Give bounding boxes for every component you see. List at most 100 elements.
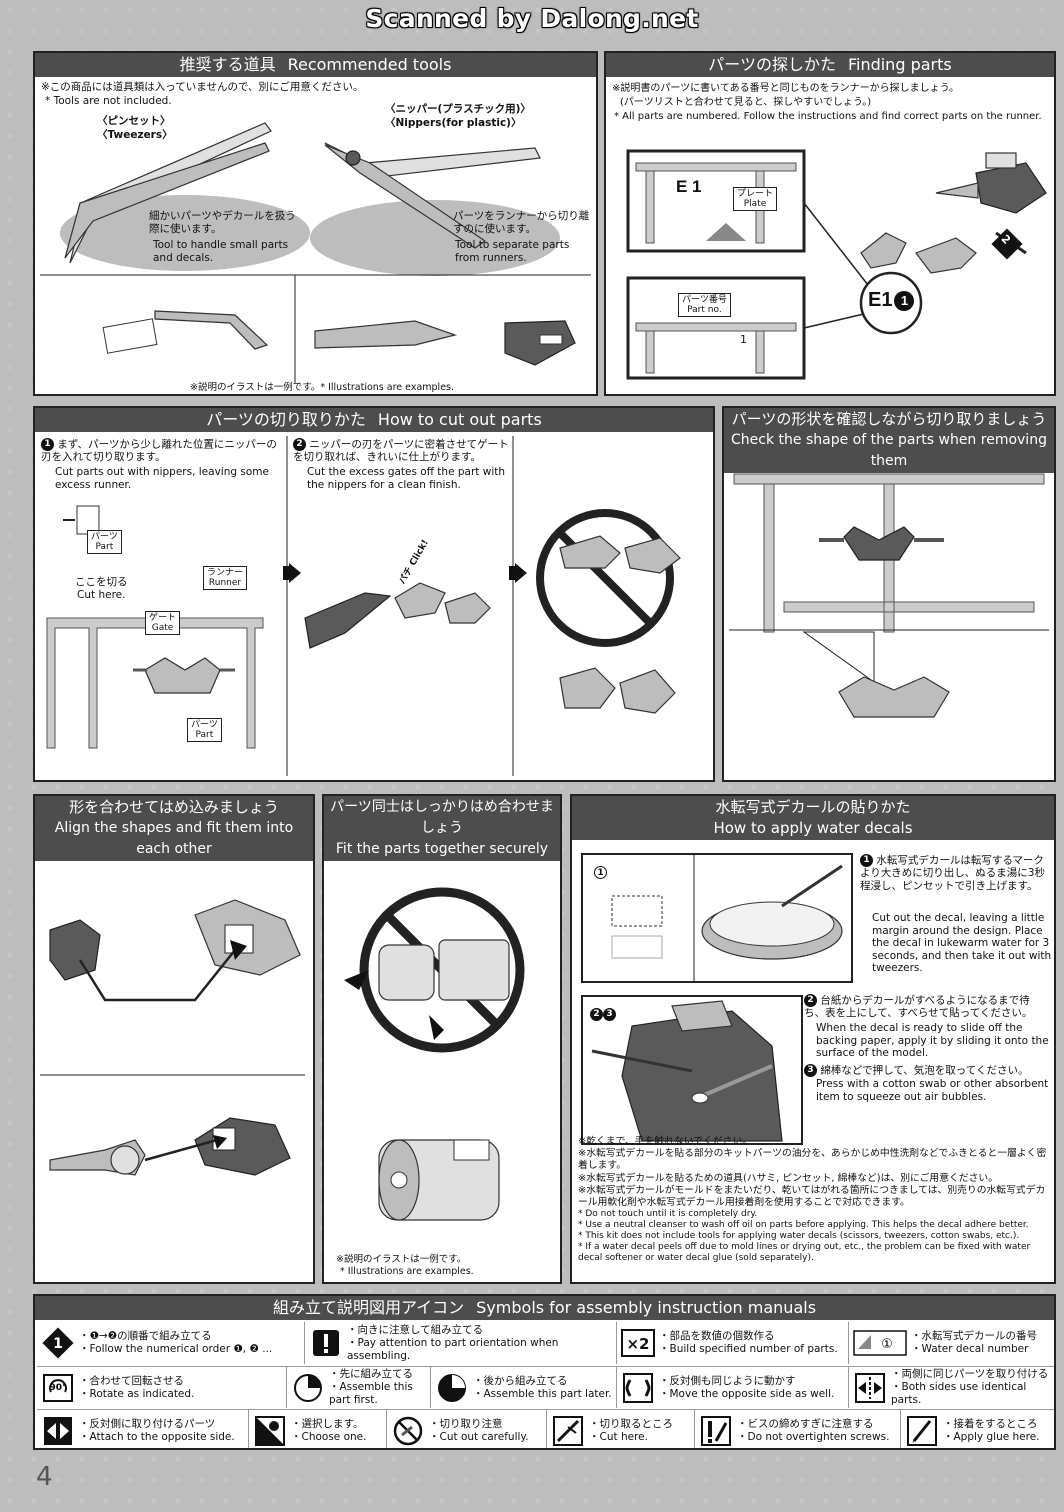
symbol-multiply: ×2 ・部品を数値の個数作る・Build specified number of…	[617, 1322, 849, 1364]
symbol-glue-jp: ・接着をするところ	[943, 1417, 1038, 1430]
decal-step2-text-jp: 台紙からデカールがすべるようになるまで待ち、表を上にして、すべらせて貼ってくださ…	[804, 994, 1033, 1020]
decal-step1-marker: 1	[594, 862, 607, 881]
symbol-screws-jp: ・ビスの締めすぎに注意する	[737, 1417, 874, 1430]
symbol-cut-here-en: ・Cut here.	[589, 1430, 648, 1443]
tools-title-en: Recommended tools	[287, 55, 452, 74]
decal-note-jp-4: ※水転写式デカールがモールドをまたいだり、乾いてはがれる箇所につきましては、別売…	[578, 1184, 1046, 1209]
nippers-label-en: 〈Nippers(for plastic)〉	[385, 117, 522, 129]
fit-illus-note-jp: ※説明のイラストは一例です。	[336, 1254, 467, 1265]
tools-note-jp: ※この商品には道具類は入っていませんので、別にご用意ください。	[41, 81, 364, 93]
symbol-order-en: ・Follow the numerical order ❶, ❷ ...	[79, 1343, 273, 1355]
cutout-part-jp: パーツ	[91, 532, 118, 542]
finding-illustration	[626, 149, 1047, 380]
symbol-first-en: ・Assemble this part first.	[329, 1381, 413, 1406]
decal-step1-en: Cut out the decal, leaving a little marg…	[872, 912, 1052, 974]
finding-note-en: * All parts are numbered. Follow the ins…	[614, 111, 1042, 122]
tools-note-en: * Tools are not included.	[45, 95, 172, 107]
symbol-rotate: 90° ・合わせて回転させる・Rotate as indicated.	[37, 1366, 287, 1408]
finding-runner-label: E 1	[676, 177, 702, 196]
cutout-illustration	[46, 436, 681, 776]
runner-tag: ランナー Runner	[203, 566, 248, 590]
cutout-step2-jp: 2 ニッパーの刃をパーツに密着させてゲートを切り取れば、きれいに仕上がります。	[293, 438, 513, 464]
tools-illus-note: ※説明のイラストは一例です。* Illustrations are exampl…	[190, 382, 455, 393]
cutout-step1-jp: 1 まず、パーツから少し離れた位置にニッパーの刃を入れて切り取ります。	[41, 438, 281, 464]
decal-note-en-1: * Do not touch until it is completely dr…	[578, 1209, 758, 1220]
align-panel: 形を合わせてはめ込みましょう Align the shapes and fit …	[33, 794, 315, 1284]
cutout-step2-text-jp: ニッパーの刃をパーツに密着させてゲートを切り取れば、きれいに仕上がります。	[293, 438, 509, 464]
order-number-icon: 1	[41, 1326, 75, 1360]
symbol-assemble-first: ・先に組み立てる・Assemble this part first.	[287, 1366, 431, 1408]
rotate-icon-text: 90°	[49, 1383, 66, 1393]
runner-en: Runner	[208, 578, 242, 588]
decal-step2-en: When the decal is ready to slide off the…	[816, 1022, 1049, 1059]
symbol-first-jp: ・先に組み立てる	[329, 1368, 413, 1380]
symbols-title-jp: 組み立て説明図用アイコン	[272, 1298, 465, 1317]
symbol-rotate-en: ・Rotate as indicated.	[79, 1387, 195, 1400]
decal-illustration	[581, 853, 853, 1145]
decal-step3-text-jp: 綿棒などで押して、気泡を取ってください。	[820, 1064, 1029, 1077]
symbol-cut-here: ・切り取るところ・Cut here.	[547, 1409, 695, 1448]
symbol-order-jp: ・❶→❷の順番で組み立てる	[79, 1330, 212, 1342]
decal-number-icon: ①	[853, 1326, 907, 1360]
tweezers-label-en: 〈Tweezers〉	[97, 129, 173, 141]
symbol-choose-en: ・Choose one.	[291, 1430, 367, 1443]
decal-step3-jp: 3 綿棒などで押して、気泡を取ってください。	[804, 1064, 1050, 1077]
symbol-later-jp: ・後から組み立てる	[473, 1374, 568, 1387]
plate-en: Plate	[743, 199, 767, 209]
check-shape-panel: パーツの形状を確認しながら切り取りましょう Check the shape of…	[722, 406, 1056, 782]
order-icon-text: 1	[53, 1336, 63, 1352]
watermark: Scanned by Dalong.net	[365, 4, 699, 33]
plate-tag: プレート Plate	[733, 187, 778, 211]
multiply-icon-text: ×2	[626, 1335, 649, 1353]
symbols-panel: 組み立て説明図用アイコン Symbols for assembly instruc…	[33, 1294, 1056, 1450]
symbol-choose-jp: ・選択します。	[291, 1417, 364, 1430]
tools-title-jp: 推奨する道具	[179, 55, 276, 74]
tools-illustration	[40, 122, 591, 383]
move-opposite-icon	[621, 1371, 655, 1405]
cutout-part-en: Part	[95, 542, 114, 552]
tweezers-label-jp: 〈ピンセット〉	[97, 115, 171, 127]
decal-step3-num: 3	[804, 1064, 817, 1077]
symbol-move-opposite: ・反対側も同じように動かす・Move the opposite side as …	[617, 1366, 849, 1408]
cut-here-jp: ここを切る	[75, 576, 128, 588]
decal-note-en-2: * Use a neutral cleanser to wash off oil…	[578, 1220, 1029, 1231]
assemble-later-icon	[435, 1371, 469, 1405]
cutout-part-tag: パーツ Part	[87, 530, 122, 554]
fit-illus-note-en: * Illustrations are examples.	[340, 1266, 474, 1277]
finding-note2-jp: (パーツリストと合わせて見ると、探しやすいでしょう。)	[620, 97, 872, 108]
symbols-title-en: Symbols for assembly instruction manuals	[476, 1298, 817, 1317]
decal-step1-num: 1	[860, 854, 873, 867]
check-shape-header: パーツの形状を確認しながら切り取りましょう Check the shape of…	[724, 408, 1054, 473]
symbol-move-jp: ・反対側も同じように動かす	[659, 1374, 796, 1387]
cutout-step1-en: Cut parts out with nippers, leaving some…	[55, 466, 269, 491]
partno-value: 1	[740, 333, 747, 346]
screw-warning-icon	[699, 1414, 733, 1448]
decal-step3-en: Press with a cotton swab or other absorb…	[816, 1078, 1049, 1103]
symbol-orientation: ・向きに注意して組み立てる・Pay attention to part orie…	[305, 1322, 617, 1364]
check-shape-illustration	[729, 473, 1049, 718]
symbol-cut-here-jp: ・切り取るところ	[589, 1417, 673, 1430]
cutout-step1-num: 1	[41, 438, 54, 451]
choose-icon	[253, 1414, 287, 1448]
decal-note-jp-3: ※水転写式デカールを貼るための道具(ハサミ, ピンセット, 綿棒など)は、別にご…	[578, 1172, 998, 1184]
tweezers-desc-jp: 細かいパーツやデカールを扱う際に使います。	[149, 210, 296, 235]
symbol-cut-carefully: ・切り取り注意・Cut out carefully.	[387, 1409, 547, 1448]
page-number: 4	[36, 1462, 53, 1492]
cut-here-label: ここを切る Cut here.	[75, 576, 128, 602]
callout-letter-text: E1	[868, 289, 893, 311]
finding-title-jp: パーツの探しかた	[708, 55, 836, 74]
nippers-label-jp: 〈ニッパー(プラスチック用)〉	[385, 103, 531, 115]
decal-note-en-4: * If a water decal peels off due to mold…	[578, 1242, 1031, 1264]
symbol-attach-opposite: ・反対側に取り付けるパーツ・Attach to the opposite sid…	[37, 1409, 249, 1448]
nippers-desc-jp: パーツをランナーから切り離すのに使います。	[453, 210, 590, 235]
symbol-decal-jp: ・水転写式デカールの番号	[911, 1330, 1037, 1342]
cut-carefully-icon	[391, 1414, 425, 1448]
cut-here-icon	[551, 1414, 585, 1448]
rotate-icon: 90°	[41, 1371, 75, 1405]
symbol-assemble-later: ・後から組み立てる・Assemble this part later.	[431, 1366, 617, 1408]
glue-brush-icon	[905, 1414, 939, 1448]
fit-illustration	[344, 887, 525, 1221]
symbol-cut-carefully-jp: ・切り取り注意	[429, 1417, 503, 1430]
